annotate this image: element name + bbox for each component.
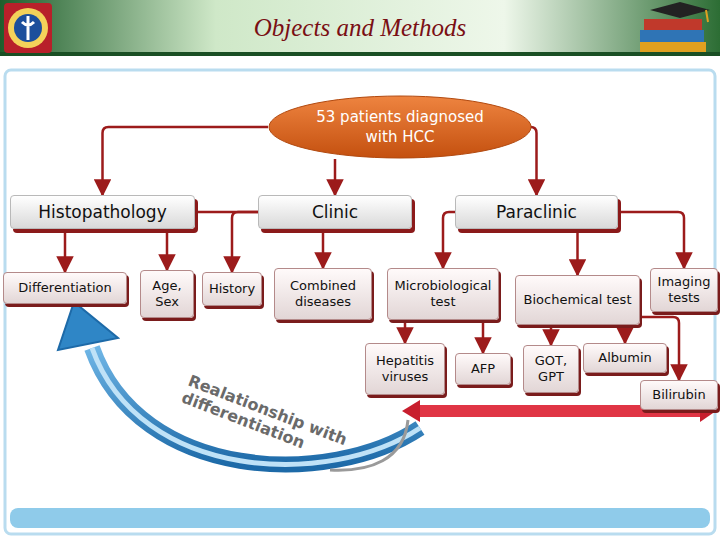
subitem-box: Hepatitis viruses xyxy=(365,343,445,395)
header-band xyxy=(0,0,720,56)
node-label: Age, Sex xyxy=(143,278,191,311)
subitem-box: Bilirubin xyxy=(640,380,718,410)
node-label: Clinic xyxy=(312,202,358,222)
connector-arrow xyxy=(482,320,485,353)
node-label: Differentiation xyxy=(18,280,111,296)
connector-arrow xyxy=(531,127,537,195)
header-rule xyxy=(0,52,720,56)
node-label: Albumin xyxy=(598,350,652,366)
slide-title: Objects and Methods xyxy=(160,14,560,42)
connector-arrow xyxy=(576,229,579,275)
ellipse-shape xyxy=(268,95,532,159)
node-label: Histopathology xyxy=(38,202,166,222)
connector-arrow xyxy=(334,159,337,195)
subitem-box: AFP xyxy=(455,353,511,385)
category-box: Clinic xyxy=(258,195,412,229)
node-label: AFP xyxy=(471,361,495,377)
node-label: History xyxy=(209,281,255,297)
item-box: Microbiological test xyxy=(387,268,499,320)
connector-arrow xyxy=(64,229,67,272)
category-box: Histopathology xyxy=(10,195,195,229)
patients-ellipse: 53 patients diagnosed with HCC xyxy=(268,95,532,159)
node-label: 53 patients diagnosed with HCC xyxy=(268,107,532,148)
connector-arrow xyxy=(618,212,684,268)
node-label: Paraclinic xyxy=(496,202,577,222)
node-label: Bilirubin xyxy=(652,387,705,403)
node-label: GOT, GPT xyxy=(526,353,576,386)
connector-arrow xyxy=(550,325,553,345)
connector-arrow xyxy=(322,229,325,268)
subitem-box: Albumin xyxy=(583,343,667,373)
connector-arrow xyxy=(103,127,269,195)
connector-arrow xyxy=(443,212,455,268)
item-box: Combined diseases xyxy=(274,268,372,320)
connector-arrow xyxy=(232,212,258,272)
category-box: Paraclinic xyxy=(455,195,618,229)
node-label: Combined diseases xyxy=(277,278,369,311)
node-label: Hepatitis viruses xyxy=(368,353,442,386)
subitem-box: GOT, GPT xyxy=(523,345,579,393)
connector-arrow xyxy=(624,325,627,343)
item-box: Differentiation xyxy=(3,272,127,304)
item-box: Age, Sex xyxy=(140,270,194,318)
connector-arrow xyxy=(404,320,407,343)
item-box: Imaging tests xyxy=(650,268,718,312)
node-label: Microbiological test xyxy=(390,278,496,311)
node-label: Imaging tests xyxy=(653,274,715,307)
item-box: History xyxy=(202,272,262,306)
footer-bar xyxy=(10,508,710,528)
logo xyxy=(4,3,52,53)
books-icon xyxy=(640,2,710,52)
item-box: Biochemical test xyxy=(515,275,640,325)
node-label: Biochemical test xyxy=(524,292,632,308)
